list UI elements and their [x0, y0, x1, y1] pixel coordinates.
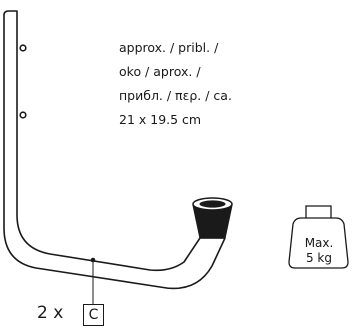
max-load-line-2: 5 kg [305, 251, 332, 265]
dimensions-line-1: approx. / pribl. / [119, 40, 219, 55]
screw-hole-bottom [19, 111, 27, 119]
max-load-line-1: Max. [304, 236, 334, 250]
wall-hook-outline [3, 10, 226, 290]
weight-icon [288, 205, 349, 269]
part-label-box: C [83, 304, 104, 326]
rubber-cap [192, 197, 233, 239]
dimensions-line-4: 21 x 19.5 cm [119, 112, 202, 127]
screw-hole-top [19, 44, 27, 52]
part-quantity: 2 x [37, 303, 64, 323]
dimensions-line-3: прибл. / περ. / ca. [119, 88, 232, 103]
dimensions-line-2: oko / aprox. / [119, 64, 201, 79]
